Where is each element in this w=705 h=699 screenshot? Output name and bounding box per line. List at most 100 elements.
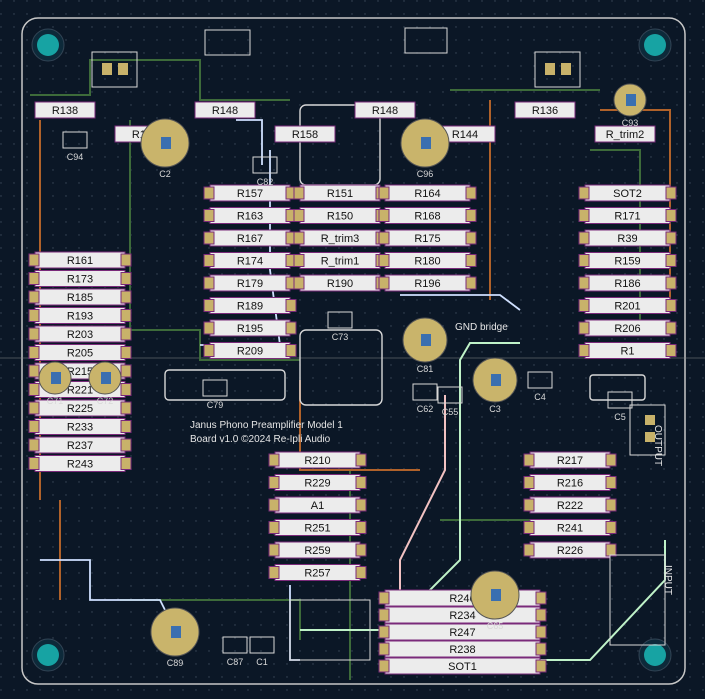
capacitor-1: C72 <box>88 361 122 406</box>
capacitor-16: C82 <box>252 156 278 187</box>
resistor-label: R144 <box>452 129 478 141</box>
resistor-label: R193 <box>67 311 93 323</box>
resistor-label: R234 <box>449 610 475 622</box>
resistor-41: R251 <box>268 519 367 536</box>
resistor-48: R226 <box>523 541 617 559</box>
resistor-label: R185 <box>67 292 93 304</box>
resistor-4: R203 <box>28 325 132 343</box>
resistor-11: R243 <box>28 455 132 472</box>
resistor-label: R150 <box>327 211 353 223</box>
resistor-label: R186 <box>614 278 640 290</box>
capacitor-4: C81 <box>402 317 448 374</box>
resistor-2: R185 <box>28 288 132 306</box>
resistor-28: R180 <box>378 252 477 269</box>
resistor-53: SOT1 <box>378 657 547 675</box>
resistor-label: SOT2 <box>613 188 642 200</box>
resistor-38: R210 <box>268 451 367 469</box>
resistor-23: R_trim1 <box>293 252 387 269</box>
resistor-18: R195 <box>203 319 297 337</box>
resistor-label: R179 <box>237 278 263 290</box>
resistor-label: R238 <box>449 644 475 656</box>
resistor-40: A1 <box>268 496 367 514</box>
resistor-14: R167 <box>203 229 297 247</box>
resistor-label: R216 <box>557 478 583 490</box>
capacitor-label: C5 <box>614 412 626 422</box>
resistor-34: R186 <box>578 274 677 292</box>
capacitor-5: C3 <box>472 357 518 414</box>
resistor-label: R171 <box>614 211 640 223</box>
output-label: OUTPUT <box>652 425 663 466</box>
capacitor-7: C5 <box>607 391 633 422</box>
resistor-50: R234 <box>378 606 547 624</box>
resistor-top-6: R136 <box>514 101 576 119</box>
resistor-42: R259 <box>268 541 367 559</box>
board-title-line1: Janus Phono Preamplifier Model 1 <box>190 420 343 431</box>
resistor-label: R167 <box>237 233 263 245</box>
capacitor-10: C89 <box>150 607 200 668</box>
mounting-holes <box>31 28 672 672</box>
resistor-label: R175 <box>414 233 440 245</box>
resistor-label: R157 <box>237 188 263 200</box>
resistor-22: R_trim3 <box>293 229 387 247</box>
capacitor-15: C2 <box>140 118 190 179</box>
gnd-bridge-label: GND bridge <box>455 322 508 333</box>
resistor-13: R163 <box>203 207 297 224</box>
resistor-label: R136 <box>532 105 558 117</box>
resistor-15: R174 <box>203 252 297 269</box>
resistor-8: R225 <box>28 399 132 417</box>
resistor-label: R237 <box>67 440 93 452</box>
resistor-3: R193 <box>28 307 132 324</box>
resistor-25: R164 <box>378 184 477 202</box>
resistor-21: R150 <box>293 207 387 224</box>
resistor-16: R179 <box>203 274 297 292</box>
resistor-30: SOT2 <box>578 184 677 202</box>
capacitor-label: C71 <box>47 396 64 406</box>
resistor-label: R189 <box>237 301 263 313</box>
capacitor-label: C94 <box>67 152 84 162</box>
capacitor-label: C87 <box>227 657 244 667</box>
resistor-43: R257 <box>268 564 367 581</box>
resistor-label: R190 <box>327 278 353 290</box>
resistor-label: R_trim1 <box>321 256 360 268</box>
resistor-26: R168 <box>378 207 477 224</box>
capacitor-label: C81 <box>417 364 434 374</box>
resistor-31: R171 <box>578 207 677 224</box>
capacitor-label: C4 <box>534 392 546 402</box>
resistor-label: R205 <box>67 348 93 360</box>
input-label: INPUT <box>662 565 673 595</box>
capacitor-label: C93 <box>622 118 639 128</box>
resistor-20: R151 <box>293 184 387 202</box>
resistor-52: R238 <box>378 640 547 658</box>
capacitor-17: C55 <box>437 386 463 417</box>
resistor-label: R164 <box>414 188 440 200</box>
resistor-37: R1 <box>578 342 677 359</box>
capacitor-label: C2 <box>159 169 171 179</box>
resistor-17: R189 <box>203 297 297 314</box>
resistor-32: R39 <box>578 229 677 247</box>
resistor-label: R222 <box>557 500 583 512</box>
resistor-29: R196 <box>378 274 477 292</box>
resistor-label: R225 <box>67 403 93 415</box>
resistor-label: R259 <box>304 545 330 557</box>
resistor-label: R217 <box>557 455 583 467</box>
resistor-label: R173 <box>67 274 93 286</box>
resistor-label: R138 <box>52 105 78 117</box>
resistor-label: R257 <box>304 568 330 580</box>
resistor-36: R206 <box>578 319 677 337</box>
capacitor-12: C1 <box>249 636 275 667</box>
resistor-33: R159 <box>578 252 677 269</box>
resistor-27: R175 <box>378 229 477 247</box>
resistor-24: R190 <box>293 274 387 292</box>
board-outline <box>21 17 686 685</box>
capacitor-2: C79 <box>202 379 228 410</box>
resistor-5: R205 <box>28 344 132 361</box>
resistor-top-3: R158 <box>274 125 336 143</box>
resistor-label: R229 <box>304 478 330 490</box>
board-title-line2: Board v1.0 ©2024 Re-Ipli Audio <box>190 434 331 445</box>
resistor-9: R233 <box>28 418 132 435</box>
capacitor-11: C87 <box>222 636 248 667</box>
resistor-12: R157 <box>203 184 297 202</box>
resistor-0: R161 <box>28 251 132 269</box>
resistor-label: R195 <box>237 323 263 335</box>
